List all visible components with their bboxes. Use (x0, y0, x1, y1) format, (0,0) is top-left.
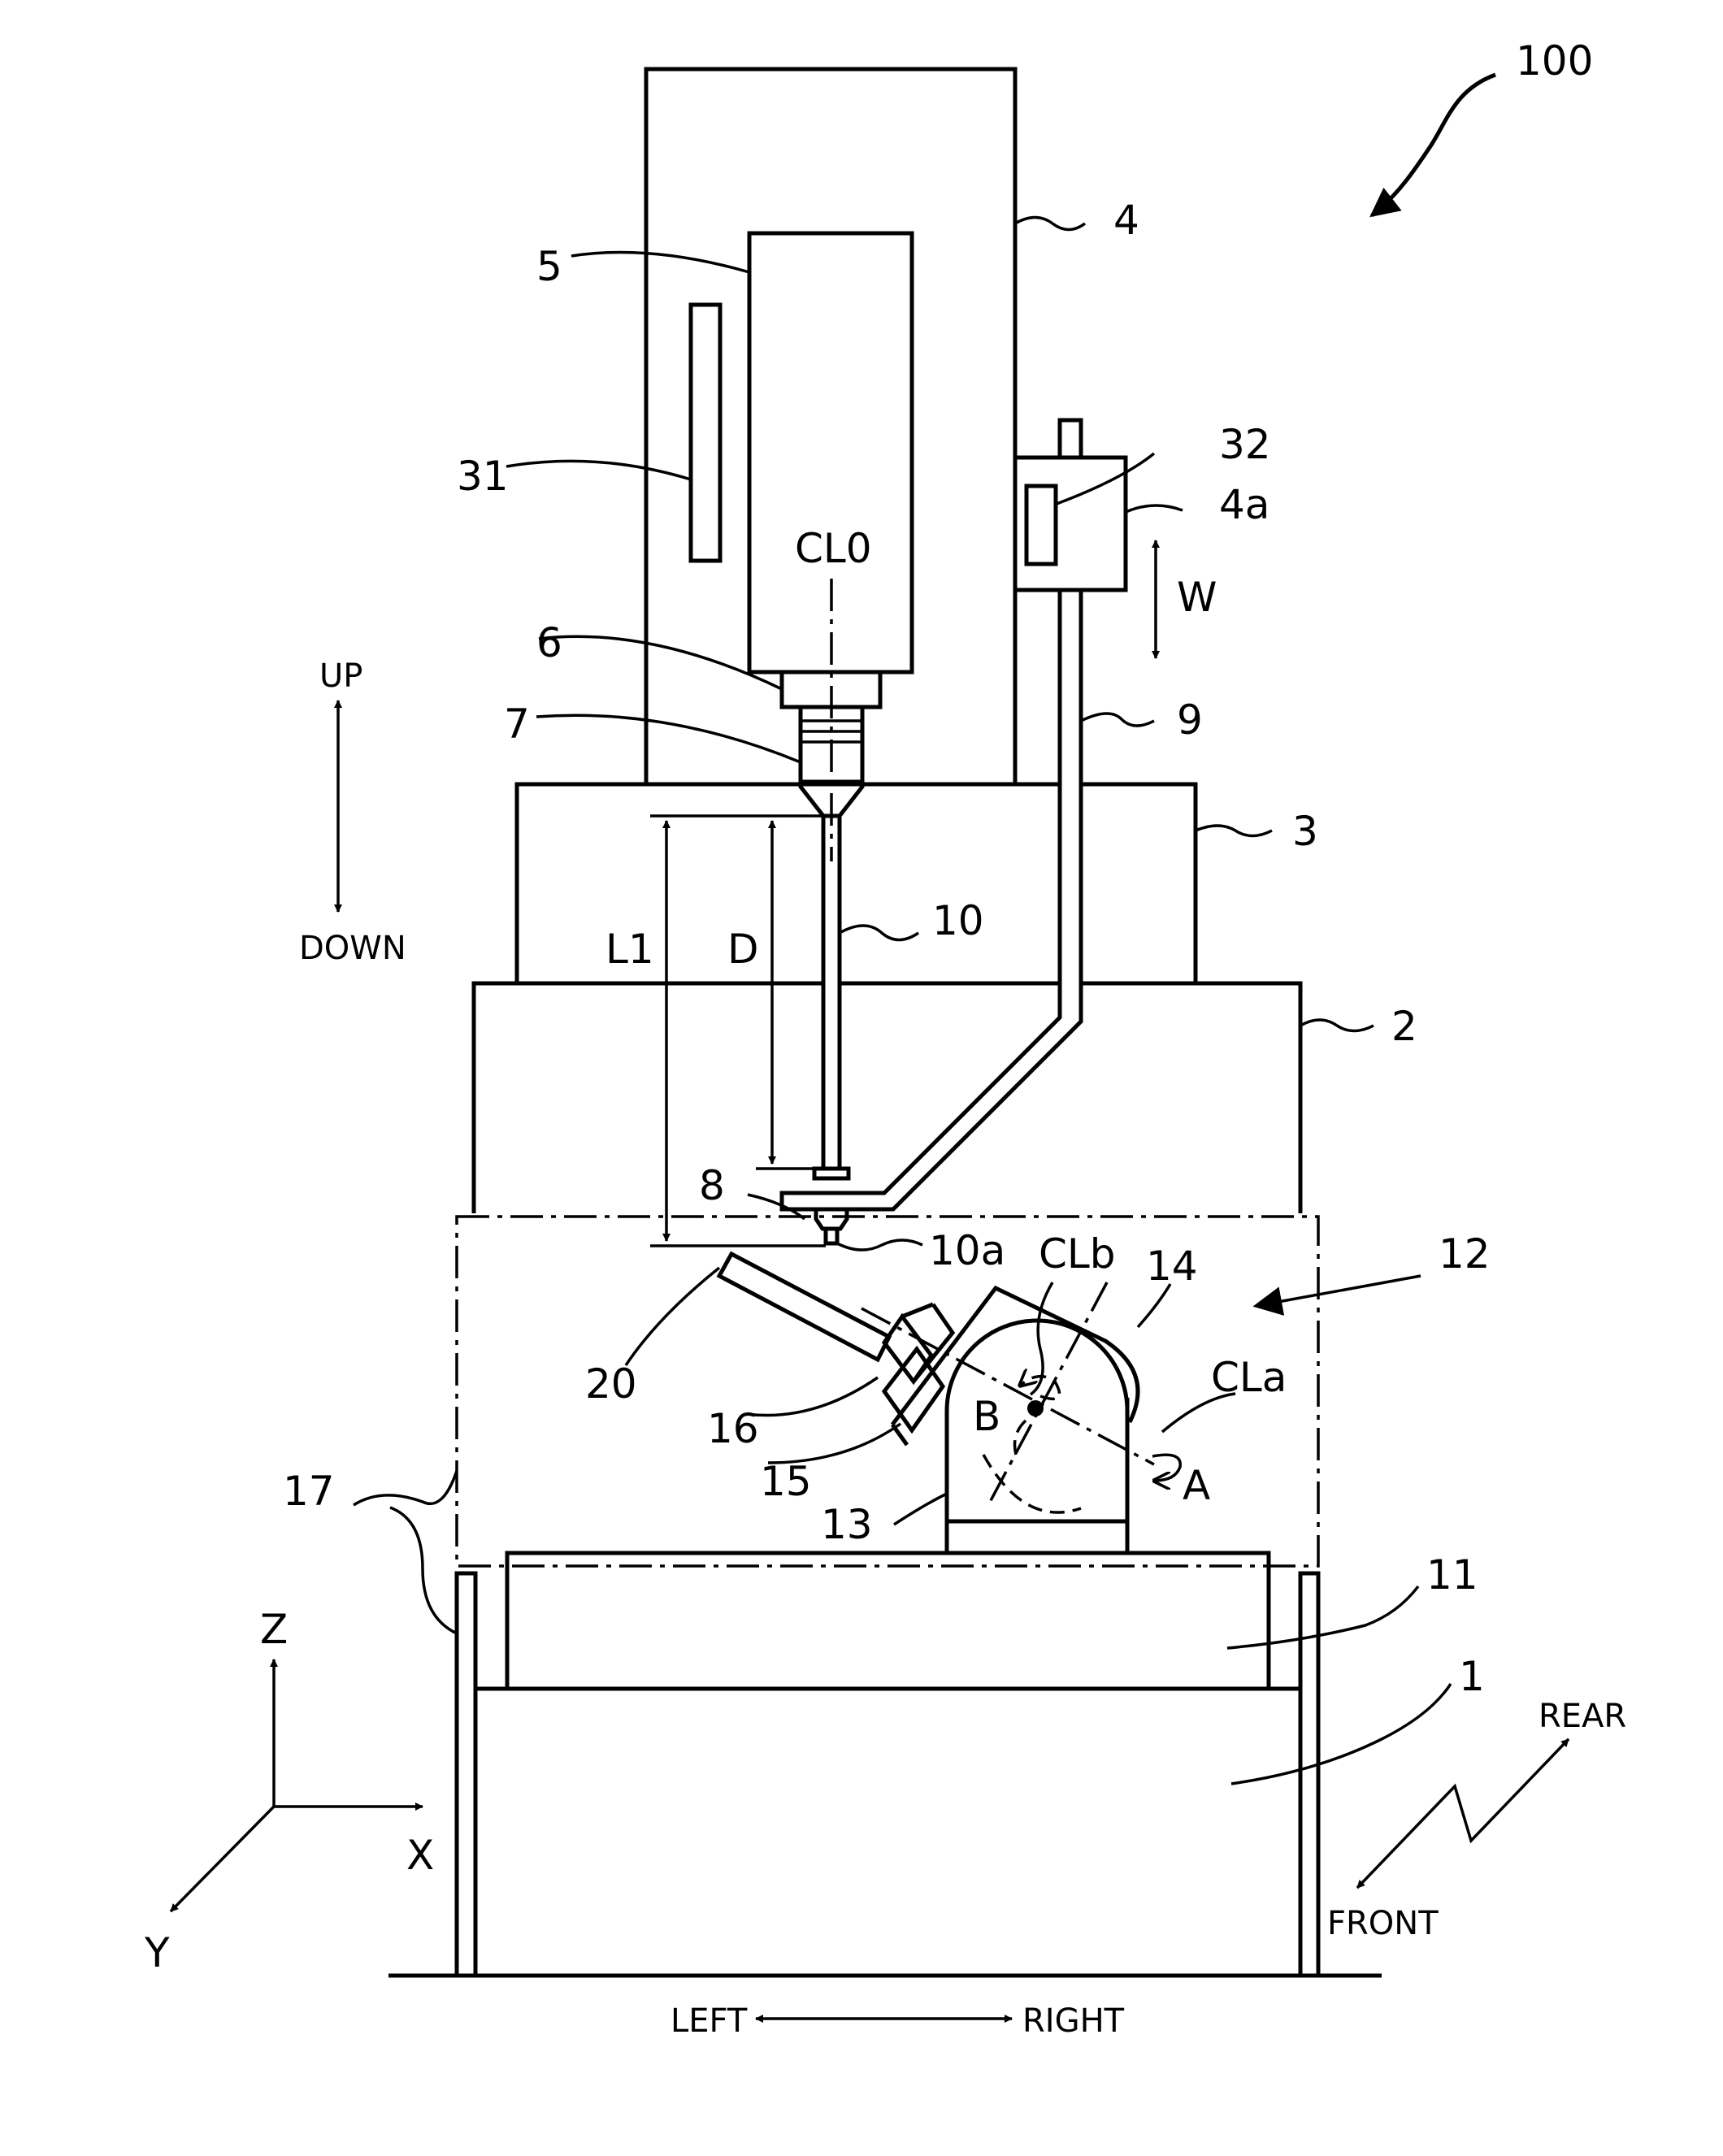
work-tank-17 (457, 1217, 1318, 1976)
guide-arm-4a (1015, 420, 1126, 590)
label-32: 32 (1219, 421, 1271, 468)
label-13: 13 (821, 1501, 873, 1548)
label-right: RIGHT (1022, 2002, 1125, 2040)
coordinate-axes (171, 1659, 423, 1911)
label-12: 12 (1439, 1230, 1491, 1278)
label-15: 15 (760, 1458, 812, 1505)
label-l1: L1 (605, 926, 654, 973)
bed-1 (388, 1689, 1382, 1976)
label-16: 16 (707, 1405, 759, 1452)
label-d: D (727, 926, 759, 973)
electrode-10 (814, 816, 848, 1243)
label-z: Z (260, 1606, 288, 1653)
label-2: 2 (1391, 1003, 1417, 1050)
label-17: 17 (283, 1468, 335, 1515)
label-b: B (973, 1393, 1000, 1440)
label-down: DOWN (299, 930, 406, 967)
label-clb: CLb (1039, 1230, 1116, 1278)
label-cla: CLa (1211, 1354, 1287, 1401)
label-100: 100 (1516, 37, 1593, 85)
rotation-axes (862, 1282, 1180, 1512)
rear-front-arrow (1357, 1739, 1569, 1888)
label-8: 8 (699, 1162, 725, 1209)
label-6: 6 (536, 619, 562, 666)
guide-pipe-9 (782, 590, 1081, 1209)
label-cl0: CL0 (795, 525, 872, 572)
dimension-lines (650, 816, 826, 1246)
label-7: 7 (504, 701, 530, 748)
label-31: 31 (457, 453, 509, 500)
arrow-100 (1372, 75, 1495, 215)
label-14: 14 (1146, 1243, 1198, 1290)
table-11 (507, 1553, 1269, 1689)
label-rear: REAR (1539, 1698, 1626, 1735)
label-y: Y (144, 1929, 170, 1976)
label-9: 9 (1177, 696, 1203, 744)
label-4: 4 (1113, 197, 1139, 244)
label-front: FRONT (1327, 1905, 1439, 1942)
chuck-15-16 (884, 1304, 953, 1430)
workpiece-20 (719, 1254, 889, 1360)
spindle-head-5 (691, 233, 912, 672)
label-10: 10 (932, 897, 984, 944)
label-3: 3 (1292, 808, 1318, 855)
label-5: 5 (536, 243, 562, 290)
label-4a: 4a (1219, 481, 1269, 528)
label-x: X (406, 1832, 434, 1879)
label-a: A (1183, 1462, 1210, 1509)
leader-lines (354, 218, 1451, 1785)
label-10a: 10a (929, 1227, 1005, 1274)
label-left: LEFT (671, 2002, 748, 2040)
label-w: W (1177, 574, 1217, 621)
arrow-12 (1256, 1276, 1421, 1306)
saddle-2 (474, 983, 1300, 1213)
label-20: 20 (585, 1360, 637, 1408)
label-11: 11 (1426, 1551, 1478, 1599)
label-up: UP (319, 657, 362, 695)
reference-labels: 100 4 5 31 32 4a W CL0 6 7 9 3 10 L1 D 2… (144, 37, 1593, 1976)
direction-labels: UP DOWN REAR FRONT LEFT RIGHT (299, 657, 1626, 2040)
label-1: 1 (1459, 1653, 1485, 1700)
